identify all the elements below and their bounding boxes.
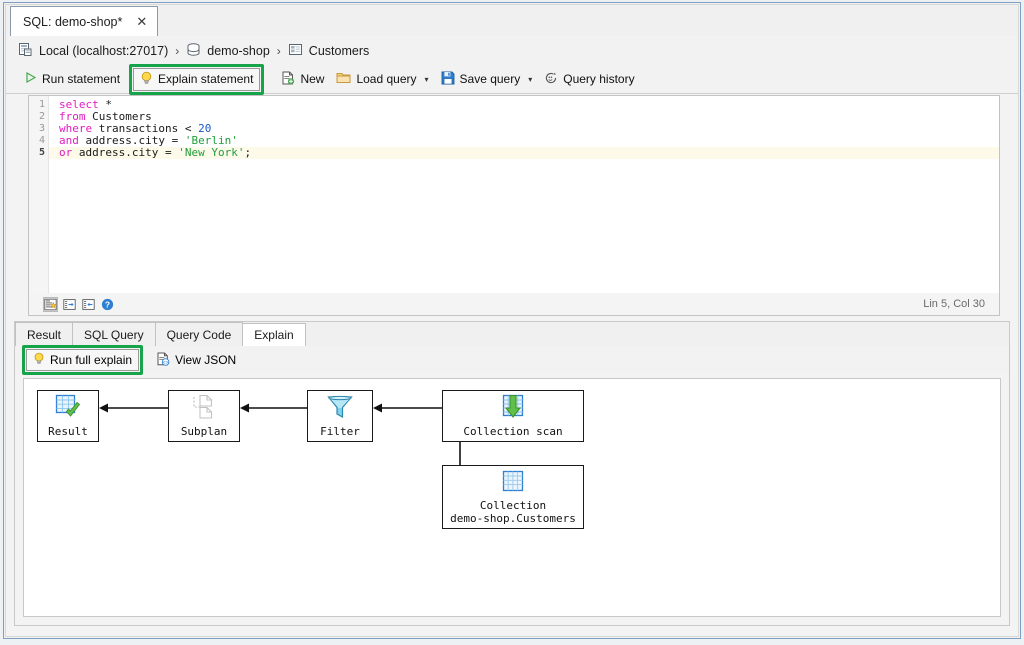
document-tab-label: SQL: demo-shop*	[23, 14, 123, 29]
plan-node-label: Filter	[320, 425, 360, 438]
load-query-button[interactable]: Load query ▾	[330, 69, 434, 89]
plan-node-label: Result	[48, 425, 88, 438]
server-icon	[18, 42, 33, 60]
documents-icon	[191, 394, 217, 423]
save-query-label: Save query	[459, 72, 521, 86]
breadcrumb-label-database: demo-shop	[207, 43, 270, 58]
plan-node-label: Subplan	[180, 425, 228, 438]
code-line[interactable]: and address.city = 'Berlin'	[59, 134, 238, 147]
grid-down-icon	[499, 394, 527, 423]
result-panel-tabs: Result SQL Query Query Code Explain	[15, 322, 1009, 347]
run-full-explain-highlight: Run full explain	[22, 345, 144, 375]
tab-label: SQL Query	[84, 327, 144, 342]
collection-icon	[288, 42, 303, 60]
run-statement-label: Run statement	[42, 72, 121, 86]
plan-node-filter[interactable]: Filter	[307, 390, 373, 442]
chevron-down-icon[interactable]: ▾	[424, 74, 429, 84]
explain-toolbar: Run full explain <> View	[15, 345, 1009, 375]
indent-decrease-icon[interactable]	[81, 297, 96, 312]
run-full-explain-label: Run full explain	[50, 353, 133, 367]
indent-increase-icon[interactable]	[62, 297, 77, 312]
breadcrumb-label-server: Local (localhost:27017)	[39, 43, 169, 58]
new-query-label: New	[300, 72, 325, 86]
lightbulb-icon-2	[33, 352, 45, 368]
new-document-icon	[281, 71, 295, 88]
grid-icon	[500, 469, 526, 497]
query-history-button[interactable]: Query history	[538, 69, 640, 90]
tab-result[interactable]: Result	[15, 322, 74, 346]
breadcrumb-separator: ›	[175, 43, 180, 58]
breadcrumb: Local (localhost:27017) › demo-shop ›	[6, 36, 1018, 66]
folder-icon	[336, 71, 351, 87]
plan-node-subplan[interactable]: Subplan	[168, 390, 240, 442]
tab-explain[interactable]: Explain	[243, 323, 306, 347]
plan-node-label: Collection demo-shop.Customers	[450, 499, 576, 525]
main-toolbar: Run statement Explain statement	[6, 63, 1018, 95]
line-number: 1	[38, 99, 45, 110]
caret-position-indicator: Lin 5, Col 30	[923, 298, 985, 310]
lightbulb-icon	[140, 71, 153, 88]
view-json-button[interactable]: <> View JSON	[150, 350, 242, 371]
explain-statement-highlight: Explain statement	[129, 63, 265, 95]
database-icon	[186, 42, 201, 60]
code-line[interactable]: where transactions < 20	[59, 122, 212, 135]
breadcrumb-item-collection[interactable]: Customers	[288, 42, 369, 60]
plan-node-label: Collection scan	[463, 425, 563, 438]
plan-node-result[interactable]: Result	[37, 390, 99, 442]
tab-label: Result	[27, 327, 62, 342]
tab-query-code[interactable]: Query Code	[155, 322, 244, 346]
line-number: 3	[38, 123, 45, 134]
document-tab-sql-demo-shop[interactable]: SQL: demo-shop* ✕	[10, 6, 159, 37]
code-line[interactable]: select *	[59, 98, 112, 111]
load-query-label: Load query	[356, 72, 417, 86]
line-number: 5	[38, 147, 45, 158]
chevron-down-icon-2[interactable]: ▾	[528, 74, 533, 84]
run-statement-button[interactable]: Run statement	[18, 69, 126, 89]
floppy-disk-icon	[441, 71, 455, 88]
code-line[interactable]: or address.city = 'New York';	[49, 147, 999, 159]
plan-node-collection[interactable]: Collection demo-shop.Customers	[442, 465, 584, 529]
funnel-icon	[326, 394, 354, 423]
tab-label: Query Code	[166, 327, 232, 342]
window-inner-frame: SQL: demo-shop* ✕ Local	[5, 4, 1019, 637]
help-icon[interactable]: ?	[100, 297, 115, 312]
breadcrumb-label-collection: Customers	[308, 43, 370, 58]
code-line[interactable]: from Customers	[59, 110, 152, 123]
result-panel: Result SQL Query Query Code Explain Run ful…	[14, 321, 1010, 626]
tab-sql-query[interactable]: SQL Query	[73, 322, 156, 346]
history-icon	[544, 71, 558, 88]
editor-status-bar: ? Lin 5, Col 30	[28, 293, 1000, 316]
svg-text:?: ?	[105, 299, 110, 309]
view-json-label: View JSON	[175, 353, 237, 367]
window-frame: SQL: demo-shop* ✕ Local	[3, 2, 1021, 639]
format-query-icon[interactable]	[43, 296, 58, 312]
save-query-button[interactable]: Save query ▾	[435, 69, 539, 90]
breadcrumb-item-server[interactable]: Local (localhost:27017)	[18, 42, 168, 60]
close-icon[interactable]: ✕	[136, 14, 148, 29]
svg-text:<>: <>	[163, 360, 169, 366]
explain-plan-canvas[interactable]: Result Subplan Filter Collection scan Co…	[23, 378, 1001, 617]
document-tab-strip: SQL: demo-shop* ✕	[6, 5, 1018, 37]
tab-label: Explain	[254, 328, 294, 342]
play-icon	[24, 71, 37, 87]
line-number: 4	[38, 135, 45, 146]
plan-node-collscan[interactable]: Collection scan	[442, 390, 584, 442]
breadcrumb-separator-2: ›	[276, 43, 281, 58]
explain-statement-button[interactable]: Explain statement	[133, 67, 261, 91]
breadcrumb-item-database[interactable]: demo-shop	[186, 42, 270, 60]
json-document-icon: <>	[156, 352, 170, 369]
explain-plan-edges	[99, 403, 472, 498]
line-number: 2	[38, 111, 45, 122]
run-full-explain-button[interactable]: Run full explain	[26, 349, 140, 371]
grid-check-icon	[54, 394, 82, 423]
query-history-label: Query history	[563, 72, 635, 86]
new-query-button[interactable]: New	[275, 69, 330, 90]
explain-statement-label: Explain statement	[158, 72, 254, 86]
